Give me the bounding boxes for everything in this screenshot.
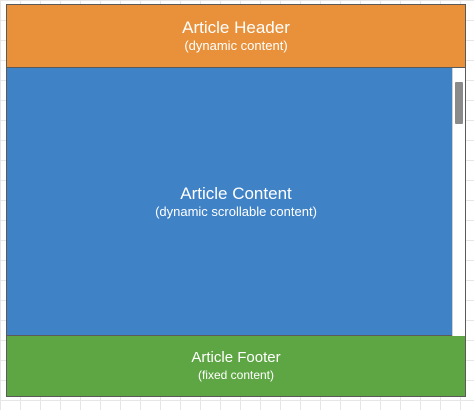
- content-scrollbar-thumb[interactable]: [455, 82, 463, 124]
- article-layout-diagram: Article Header (dynamic content) Article…: [6, 4, 466, 397]
- article-content-subtitle: (dynamic scrollable content): [155, 203, 317, 219]
- article-header-title: Article Header: [182, 18, 290, 37]
- article-content-title: Article Content: [180, 183, 292, 203]
- article-header-block: Article Header (dynamic content): [7, 5, 465, 68]
- article-footer-title: Article Footer: [191, 349, 281, 366]
- article-footer-block: Article Footer (fixed content): [7, 336, 465, 396]
- article-footer-subtitle: (fixed content): [197, 368, 275, 382]
- article-content-block: Article Content (dynamic scrollable cont…: [7, 68, 465, 336]
- content-scrollbar[interactable]: [452, 68, 465, 336]
- article-header-subtitle: (dynamic content): [184, 38, 288, 53]
